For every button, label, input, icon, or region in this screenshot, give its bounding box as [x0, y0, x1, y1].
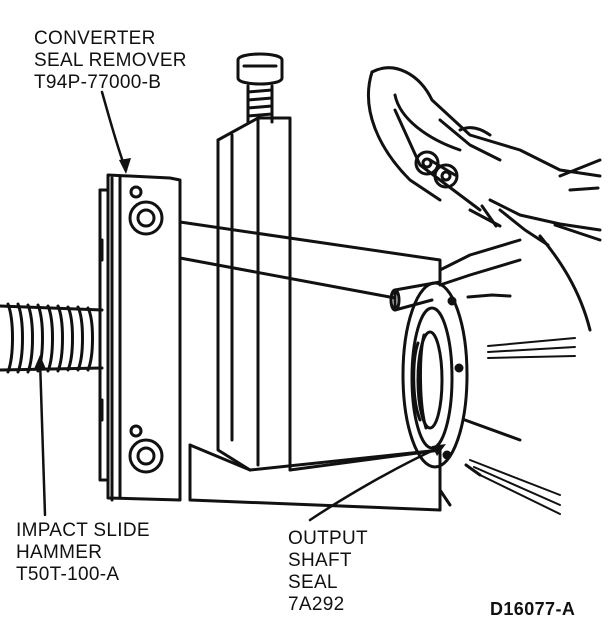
puller-frame: [188, 52, 452, 512]
label-output-shaft-seal: OUTPUT SHAFT SEAL 7A292: [288, 528, 368, 616]
label-line: T94P-77000-B: [34, 72, 162, 93]
label-line: SEAL REMOVER: [34, 50, 187, 71]
label-line: CONVERTER: [34, 28, 156, 49]
output-shaft-seal-drawing: [401, 258, 522, 477]
arrowhead-seal: [432, 444, 446, 456]
slide-hammer-rod: [0, 302, 104, 374]
label-line: T50T-100-A: [16, 564, 120, 585]
transmission-housing: [367, 66, 602, 332]
arrowhead-remover: [119, 158, 131, 174]
label-converter-seal-remover: CONVERTER SEAL REMOVER T94P-77000-B: [34, 28, 187, 94]
figure-code: D16077-A: [490, 599, 576, 619]
arrowhead-hammer: [34, 355, 46, 369]
clamp-block: [98, 173, 182, 502]
label-line: HAMMER: [16, 542, 103, 563]
label-line: OUTPUT: [288, 528, 368, 549]
label-line: 7A292: [288, 594, 345, 615]
label-line: SHAFT: [288, 550, 352, 571]
label-line: SEAL: [288, 572, 338, 593]
label-line: IMPACT SLIDE: [16, 520, 150, 541]
label-impact-slide-hammer: IMPACT SLIDE HAMMER T50T-100-A: [16, 520, 150, 586]
shaft-hatching: [469, 337, 576, 515]
